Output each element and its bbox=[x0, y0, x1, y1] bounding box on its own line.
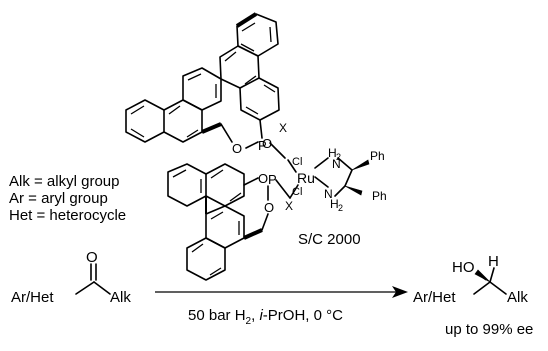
product-left-group: Ar/Het bbox=[413, 289, 456, 306]
amine-top-h-subscript: 2 bbox=[336, 152, 341, 162]
amine-bottom-h: H bbox=[330, 197, 339, 211]
legend-heterocycle: Het = heterocycle bbox=[9, 207, 126, 224]
bottom-phosphite-x: X bbox=[285, 199, 293, 213]
abbreviation-legend: Alk = alkyl group Ar = aryl group Het = … bbox=[9, 173, 126, 224]
top-phosphorus: P bbox=[258, 138, 267, 153]
amine-bottom-h-subscript: 2 bbox=[338, 203, 343, 213]
conditions-separator: , bbox=[251, 307, 259, 324]
amine-top-h: H bbox=[328, 146, 337, 160]
conditions-solvent: -PrOH, 0 °C bbox=[263, 307, 343, 324]
ruthenium-center bbox=[287, 157, 329, 199]
alcohol-product bbox=[473, 267, 507, 295]
conditions-pressure: 50 bar H bbox=[188, 307, 246, 324]
top-binol-ligand bbox=[125, 12, 286, 159]
enantioselectivity-label: up to 99% ee bbox=[445, 321, 533, 338]
catalyst-loading-label: S/C 2000 bbox=[298, 231, 361, 248]
top-phosphite-x: X bbox=[279, 121, 287, 135]
reaction-arrow bbox=[155, 286, 408, 298]
amine-bottom-n: N bbox=[324, 187, 333, 201]
chloride-top: Cl bbox=[292, 156, 302, 168]
top-phosphite-oxygen-1: O bbox=[262, 136, 272, 151]
reaction-conditions: 50 bar H2, i-PrOH, 0 °C bbox=[188, 307, 343, 327]
carbonyl-oxygen: O bbox=[86, 249, 98, 266]
reactant-left-group: Ar/Het bbox=[11, 289, 54, 306]
product-hydroxyl: HO bbox=[452, 259, 475, 276]
top-phosphite-oxygen-2: O bbox=[232, 141, 242, 156]
legend-aryl: Ar = aryl group bbox=[9, 190, 108, 207]
bottom-phosphite-oxygen-1: O bbox=[258, 171, 268, 186]
phenyl-bottom: Ph bbox=[372, 189, 387, 203]
diamine-ligand bbox=[334, 157, 370, 197]
reactant-right-group: Alk bbox=[110, 289, 131, 306]
bottom-binol-ligand bbox=[167, 163, 291, 281]
product-right-group: Alk bbox=[507, 289, 528, 306]
chloride-bottom: Cl bbox=[292, 186, 302, 198]
conditions-h2-subscript: 2 bbox=[246, 316, 252, 327]
bottom-phosphite-oxygen-2: O bbox=[264, 200, 274, 215]
phenyl-top: Ph bbox=[370, 149, 385, 163]
bottom-phosphorus: P bbox=[268, 172, 277, 187]
amine-top-n: N bbox=[332, 157, 341, 171]
product-hydrogen: H bbox=[488, 253, 499, 270]
legend-alkyl: Alk = alkyl group bbox=[9, 173, 119, 190]
ruthenium-symbol: Ru bbox=[297, 170, 315, 186]
conditions-solvent-prefix: i bbox=[259, 307, 263, 324]
ketone-reactant bbox=[75, 263, 111, 295]
